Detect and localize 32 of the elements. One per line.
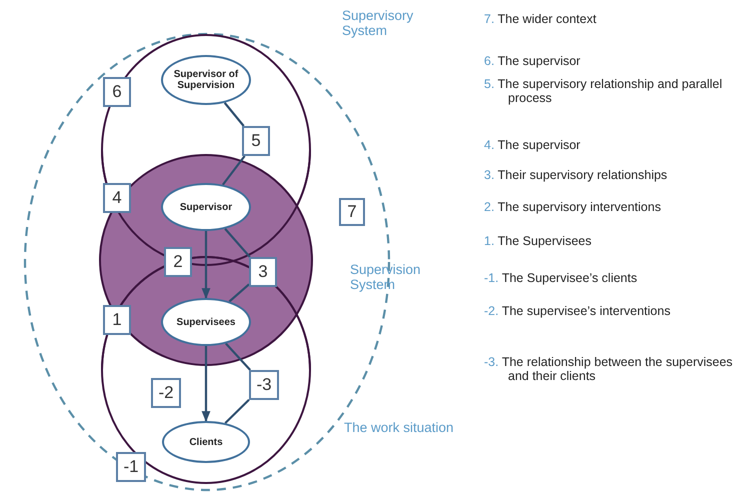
connector-line — [222, 155, 246, 186]
number-box: -3 — [249, 370, 279, 400]
connector-line — [224, 102, 245, 127]
legend-item: 6. The supervisor — [484, 54, 582, 68]
legend-item: -2. The supervisee’s interventions — [484, 304, 672, 318]
system-label: Supervisory System — [342, 8, 414, 38]
legend-item: 7. The wider context — [484, 12, 598, 26]
connector-line — [224, 398, 250, 424]
number-box: 4 — [103, 183, 131, 213]
legend-item: -3. The relationship between the supervisees and their clients — [484, 355, 734, 383]
legend-item: 3. Their supervisory relationships — [484, 168, 668, 182]
legend-item: 1. The Supervisees — [484, 234, 592, 248]
number-box: 3 — [249, 257, 277, 287]
legend-item: -1. The Supervisee’s clients — [484, 271, 638, 285]
ellipse-node: Supervisor of Supervision — [161, 55, 251, 105]
legend-item: 5. The supervisory relationship and parallel process — [484, 77, 724, 105]
ellipse-node: Clients — [162, 421, 250, 463]
number-box: 2 — [164, 247, 192, 277]
system-label: Supervision System — [350, 262, 422, 292]
number-box: -1 — [116, 452, 146, 482]
number-box: 6 — [103, 77, 131, 107]
arrow — [202, 231, 210, 300]
number-box: 7 — [339, 198, 365, 226]
system-label: The work situation — [344, 420, 455, 435]
number-box: 1 — [103, 305, 131, 335]
arrow — [202, 346, 210, 422]
legend-item: 2. The supervisory interventions — [484, 200, 662, 214]
legend-item: 4. The supervisor — [484, 138, 582, 152]
number-box: -2 — [151, 378, 181, 408]
number-box: 5 — [242, 126, 270, 156]
connector-line — [224, 228, 251, 258]
connector-line — [228, 283, 250, 302]
